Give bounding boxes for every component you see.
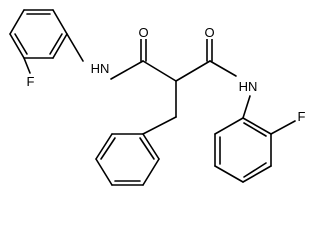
c-n-bond-right bbox=[209, 60, 237, 77]
atom-n-right: HN bbox=[236, 79, 260, 94]
atom-label-f-left: F bbox=[27, 74, 35, 89]
n-ring-bond-right bbox=[242, 95, 251, 119]
bond bbox=[95, 158, 113, 186]
atom-label-o-right: O bbox=[204, 25, 214, 40]
atom-f-left: F bbox=[25, 74, 36, 89]
atom-f-right: F bbox=[296, 109, 307, 124]
bond bbox=[142, 133, 160, 160]
bond bbox=[242, 165, 272, 183]
bond bbox=[9, 9, 25, 35]
benzyl-phenyl-ring bbox=[95, 133, 160, 186]
bond bbox=[214, 165, 244, 183]
c-c-bond bbox=[175, 60, 211, 82]
bond bbox=[52, 33, 68, 59]
atom-n-left: HN bbox=[88, 61, 112, 76]
c-n-bond-left bbox=[66, 33, 84, 62]
bond bbox=[95, 133, 113, 160]
ch2-phenyl-bond bbox=[142, 116, 177, 135]
aromatic-inner-bond bbox=[100, 137, 116, 160]
aromatic-inner-bond bbox=[139, 137, 155, 160]
aromatic-inner-bond bbox=[14, 33, 28, 55]
aromatic-inner-bond bbox=[49, 33, 63, 55]
bond bbox=[242, 117, 272, 135]
atom-o-left: O bbox=[137, 25, 150, 40]
fluorophenyl-ring-left bbox=[9, 9, 68, 59]
c-f-bond-left bbox=[23, 57, 31, 74]
bond bbox=[52, 9, 68, 35]
aromatic-inner-bond bbox=[243, 122, 267, 137]
atom-o-right: O bbox=[203, 25, 216, 40]
bond bbox=[214, 117, 244, 135]
n-c-bond-left bbox=[110, 60, 144, 80]
atom-label-n-right: HN bbox=[239, 79, 258, 94]
aromatic-inner-bond bbox=[243, 162, 267, 178]
chemical-structure: O O HN HN F F bbox=[9, 9, 307, 186]
c-f-bond-right bbox=[270, 120, 296, 135]
fluorophenyl-ring-right bbox=[214, 117, 272, 183]
atom-label-o-left: O bbox=[138, 25, 148, 40]
bond bbox=[142, 158, 160, 186]
atom-label-n-left: HN bbox=[91, 61, 110, 76]
atom-label-f-right: F bbox=[298, 109, 306, 124]
bond bbox=[9, 33, 25, 59]
c-c-bond bbox=[142, 60, 177, 82]
